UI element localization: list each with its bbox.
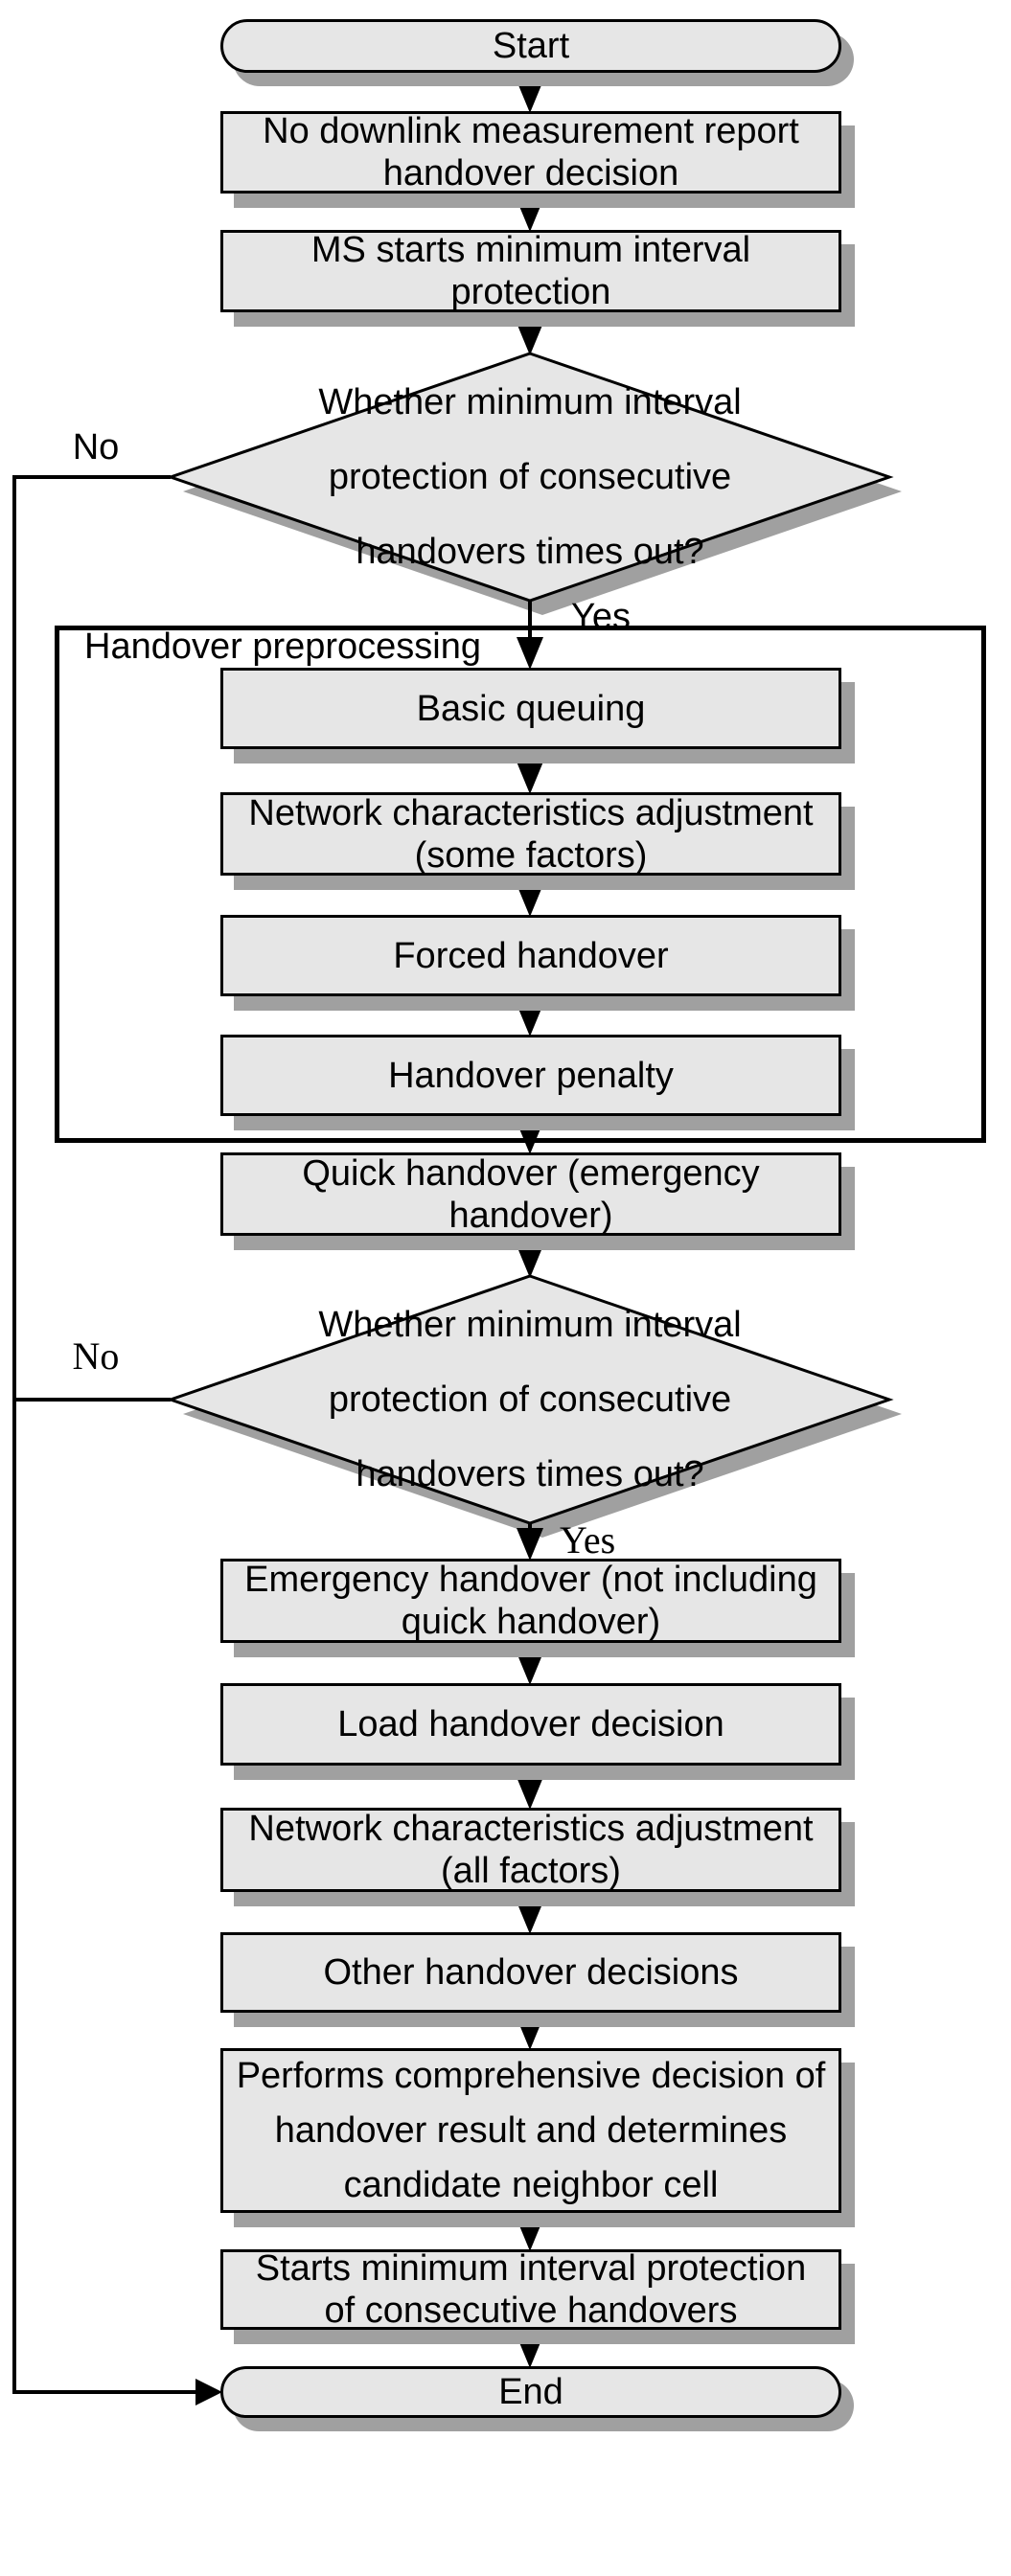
node-forced-handover: Forced handover [220,915,841,996]
arrow-right-icon [195,2379,222,2405]
node-text-line: Whether minimum interval [318,382,742,422]
node-text-line: Emergency handover (not including [244,1560,817,1600]
decision-diamond-1-text: Whether minimum interval protection of c… [171,353,889,601]
node-text-line: Load handover decision [337,1704,724,1744]
handover-preprocessing-label: Handover preprocessing [84,627,482,667]
node-text-line: handover decision [382,153,679,194]
node-text-line: handover) [448,1195,613,1236]
node-network-adjustment-some: Network characteristics adjustment (some… [220,792,841,876]
node-no-downlink-decision: No downlink measurement report handover … [220,111,841,194]
node-start-label: Start [492,26,570,66]
arrow-down-icon [517,1122,543,1154]
node-load-handover-decision: Load handover decision [220,1683,841,1766]
handover-preprocessing-container [55,626,986,1143]
node-text-line: protection [450,272,611,312]
node-text-line: Whether minimum interval [318,1305,742,1345]
arrow-down-icon [517,637,543,670]
node-start: Start [220,19,841,73]
node-ms-starts-protection: MS starts minimum interval protection [220,230,841,312]
node-emergency-handover: Emergency handover (not including quick … [220,1559,841,1643]
node-comprehensive-decision: Performs comprehensive decision of hando… [220,2048,841,2213]
node-end-label: End [498,2372,563,2412]
arrow-down-icon [517,1245,543,1278]
arrow-down-icon [517,2017,543,2050]
arrow-down-icon [517,1004,543,1037]
node-text-line: Network characteristics adjustment [248,1809,814,1849]
arrow-down-icon [517,1653,543,1685]
label-yes-2: Yes [560,1518,616,1562]
node-text-line: Network characteristics adjustment [248,792,814,833]
node-text-line: handovers times out? [356,532,704,572]
node-text-line: candidate neighbor cell [343,2164,719,2205]
arrow-down-icon [517,762,543,794]
node-text-line: Starts minimum interval protection [255,2248,807,2289]
node-text-line: Basic queuing [416,688,646,729]
node-text-line: (all factors) [441,1851,621,1891]
node-quick-handover: Quick handover (emergency handover) [220,1152,841,1236]
arrow-down-icon [517,199,543,232]
arrow-down-icon [517,2219,543,2251]
node-text-line: Handover penalty [388,1055,674,1096]
node-text-line: Performs comprehensive decision of [236,2055,826,2096]
node-text-line: (some factors) [414,834,648,876]
arrow-down-icon [517,2336,543,2368]
node-text-line: protection of consecutive [328,1379,732,1420]
node-text-line: handover result and determines [274,2109,788,2151]
arrow-down-icon [517,323,543,355]
node-text-line: quick handover) [401,1602,661,1642]
node-text-line: Quick handover (emergency [302,1152,760,1194]
label-no-2: No [72,1334,120,1378]
decision-diamond-2-text: Whether minimum interval protection of c… [171,1276,889,1523]
no-branch-return-line [12,475,197,2394]
node-end: End [220,2366,841,2418]
node-text-line: protection of consecutive [328,457,732,497]
node-text-line: Other handover decisions [323,1952,739,1993]
arrow-down-icon [517,1777,543,1810]
node-text-line: No downlink measurement report [263,111,799,151]
arrow-down-icon [517,1902,543,1934]
node-network-adjustment-all: Network characteristics adjustment (all … [220,1808,841,1892]
arrow-down-icon [517,884,543,917]
node-text-line: handovers times out? [356,1454,704,1494]
node-text-line: MS starts minimum interval [310,230,751,270]
label-no-1: No [72,427,120,467]
node-basic-queuing: Basic queuing [220,668,841,749]
label-yes-1: Yes [571,597,631,637]
node-handover-penalty: Handover penalty [220,1035,841,1116]
node-text-line: of consecutive handovers [324,2291,738,2331]
node-other-handover-decisions: Other handover decisions [220,1932,841,2013]
node-starts-protection: Starts minimum interval protection of co… [220,2248,841,2331]
arrow-down-icon [517,1528,543,1561]
node-text-line: Forced handover [393,935,669,976]
arrow-down-icon [517,80,543,113]
